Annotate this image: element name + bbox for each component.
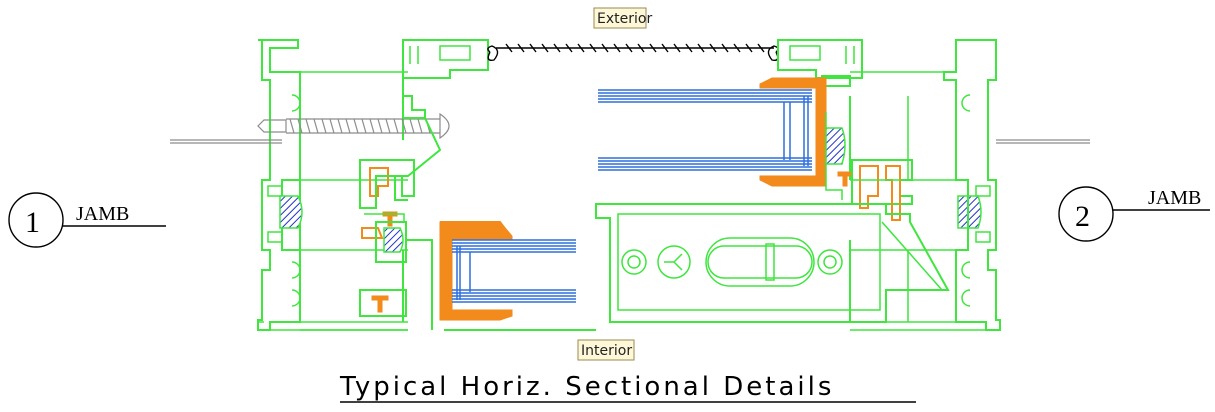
callout-1-text: JAMB: [76, 203, 129, 225]
callout-2-number: 2: [1075, 200, 1090, 233]
left-jamb-frame: [257, 39, 408, 331]
right-inner-gasket: [825, 127, 846, 165]
callout-jamb-1: 1 JAMB: [8, 192, 166, 248]
interior-label-text: Interior: [581, 343, 632, 359]
callout-1-number: 1: [25, 206, 40, 239]
lock-handle-housing: [595, 203, 950, 323]
screw-fastener: [170, 112, 450, 144]
exterior-screen: [487, 43, 779, 62]
exterior-glass-panes: [598, 89, 812, 171]
left-inner-gasket: [383, 227, 404, 253]
callout-2-text: JAMB: [1148, 187, 1201, 209]
left-outer-gasket: [279, 195, 303, 229]
left-upper-frame: [394, 39, 489, 201]
interior-glass-panes: [452, 239, 576, 303]
right-outer-gasket: [957, 195, 982, 229]
interior-label: Interior: [577, 339, 635, 361]
right-jamb-frame: [850, 39, 1090, 331]
left-sash-interlock: [359, 159, 415, 239]
interior-sash-glazing: [431, 221, 596, 331]
callout-jamb-2: 2 JAMB: [1058, 186, 1210, 242]
drawing-title-text: Typical Horiz. Sectional Details: [339, 372, 834, 402]
exterior-sash-glazing: [598, 77, 843, 200]
drawing-title: Typical Horiz. Sectional Details: [339, 372, 916, 403]
left-gasket-channel: [375, 221, 407, 263]
exterior-label-text: Exterior: [597, 11, 652, 27]
exterior-label: Exterior: [593, 7, 652, 29]
